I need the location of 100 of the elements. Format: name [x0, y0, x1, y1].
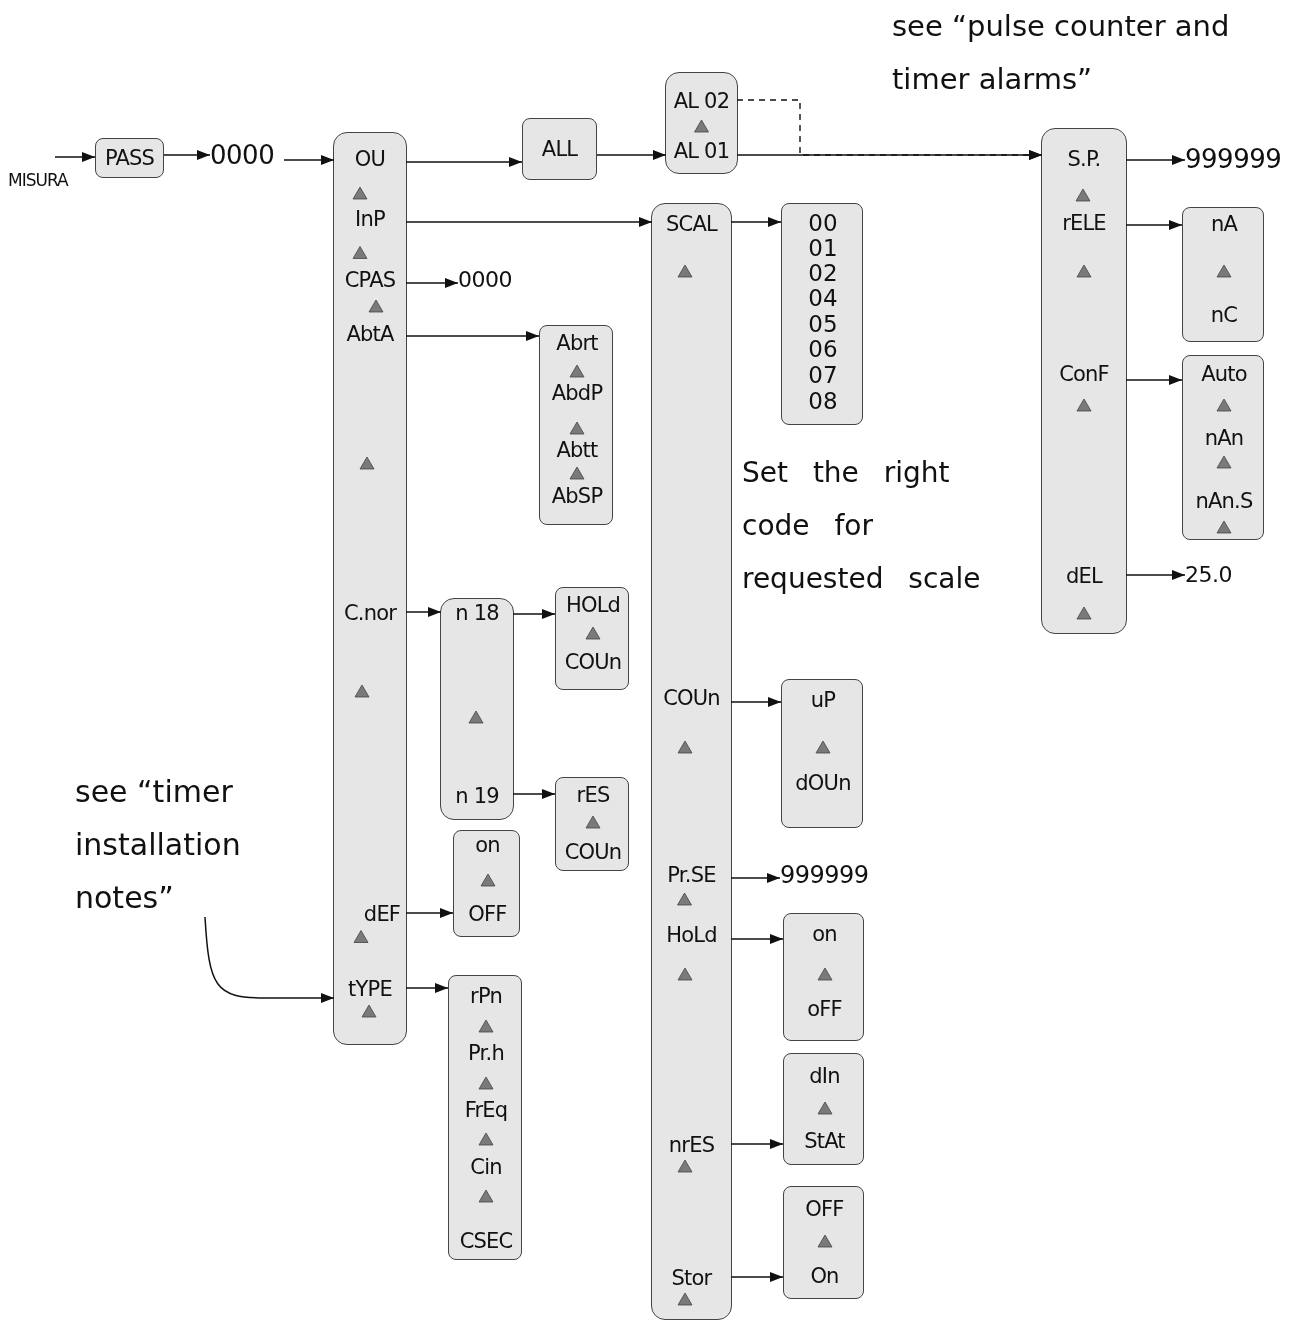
option-label: COUn	[564, 650, 622, 674]
option-panel	[783, 913, 864, 1041]
arrow	[730, 1272, 784, 1282]
value-text: 999999	[780, 860, 880, 890]
menu-item-label: tYPE	[348, 977, 392, 1001]
option-label: 07	[808, 363, 838, 387]
option-label: rES	[576, 783, 610, 807]
option-label: 00	[808, 211, 838, 235]
block-arrow	[352, 186, 368, 200]
menu-item-label: rELE	[1062, 211, 1106, 235]
option-label: 02	[808, 261, 838, 285]
option-label: rPn	[470, 984, 502, 1008]
menu-item-label: AL 01	[673, 139, 730, 163]
arrow	[730, 934, 784, 944]
arrow	[1125, 155, 1186, 165]
curved-arrow	[204, 916, 335, 1003]
option-panel	[539, 325, 613, 525]
option-label: StAt	[804, 1129, 845, 1153]
input-label: MISURA	[8, 170, 70, 190]
arrow	[405, 278, 459, 288]
option-label: nC	[1210, 303, 1238, 327]
menu-column	[665, 72, 738, 174]
arrow	[730, 697, 782, 707]
menu-item-label: C.nor	[343, 601, 397, 625]
value-text: 999999	[1185, 143, 1291, 175]
menu-item-label: Pr.SE	[667, 863, 716, 887]
dashed-connector	[736, 99, 1043, 160]
block-arrow	[368, 299, 384, 313]
option-panel	[555, 587, 629, 690]
option-panel	[783, 1186, 864, 1299]
option-label: HOLd	[565, 593, 621, 617]
menu-item-label: ConF	[1059, 362, 1109, 386]
arrow	[1125, 570, 1186, 580]
option-label: oFF	[807, 997, 842, 1021]
option-label: Auto	[1201, 362, 1247, 386]
option-label: COUn	[564, 840, 622, 864]
option-label: 06	[808, 337, 838, 361]
arrow	[1125, 220, 1183, 230]
arrow	[730, 1139, 784, 1149]
menu-item-label: SCAL	[666, 212, 717, 236]
menu-item-label: dEF	[363, 902, 401, 926]
option-panel	[783, 1053, 864, 1165]
arrow	[596, 150, 667, 160]
arrow	[512, 609, 556, 619]
arrow	[1125, 375, 1183, 385]
option-label: on	[812, 922, 837, 946]
arrow	[730, 873, 781, 883]
option-panel	[453, 830, 520, 937]
arrow	[512, 789, 556, 799]
value-text: 0000	[458, 266, 522, 294]
option-label: 08	[808, 389, 838, 413]
option-label: nAn.S	[1195, 489, 1253, 513]
menu-item-label: n 19	[455, 784, 499, 808]
option-label: CSEC	[459, 1229, 513, 1253]
option-label: nAn	[1204, 426, 1244, 450]
arrow	[405, 331, 540, 341]
menu-item-label: S.P.	[1067, 147, 1101, 171]
value-text: 0000	[210, 140, 284, 170]
arrow	[730, 217, 782, 227]
option-label: FrEq	[464, 1098, 508, 1122]
option-label: on	[475, 833, 500, 857]
option-label: uP	[810, 688, 836, 712]
arrow	[54, 152, 96, 162]
option-label: Abtt	[556, 438, 598, 462]
arrow	[163, 150, 211, 160]
option-label: Pr.h	[468, 1041, 504, 1065]
option-label: Abrt	[556, 331, 598, 355]
option-panel	[781, 203, 863, 425]
menu-item-label: AL 02	[673, 89, 730, 113]
menu-item-label: nrES	[668, 1133, 715, 1157]
option-panel	[1182, 207, 1264, 342]
arrow	[405, 983, 449, 993]
arrow	[405, 217, 653, 227]
menu-item-label: HoLd	[666, 923, 717, 947]
option-label: 01	[808, 236, 838, 260]
arrow	[283, 155, 335, 165]
option-label: On	[810, 1264, 839, 1288]
note-text: Set the right code for requested scale	[742, 455, 982, 597]
option-panel	[448, 975, 522, 1260]
option-label: dOUn	[795, 771, 851, 795]
menu-item-label: n 18	[455, 601, 499, 625]
note-text: see “pulse counter and timer alarms”	[892, 8, 1231, 98]
menu-item-label: Stor	[671, 1266, 712, 1290]
option-label: AbSP	[551, 484, 603, 508]
menu-column	[651, 203, 732, 1320]
option-panel	[555, 777, 629, 871]
block-arrow	[353, 930, 369, 943]
option-label: 04	[808, 286, 838, 310]
menu-box: ALL	[522, 118, 597, 180]
option-label: OFF	[805, 1197, 844, 1221]
arrow	[405, 908, 454, 918]
option-label: Cin	[470, 1155, 502, 1179]
menu-item-label: OU	[354, 147, 386, 171]
block-arrow	[677, 892, 692, 906]
block-arrow	[694, 119, 709, 133]
menu-item-label: AbtA	[346, 322, 394, 346]
option-label: dIn	[809, 1064, 840, 1088]
option-panel	[781, 679, 863, 828]
block-arrow	[1075, 188, 1091, 202]
option-panel	[1182, 355, 1264, 540]
